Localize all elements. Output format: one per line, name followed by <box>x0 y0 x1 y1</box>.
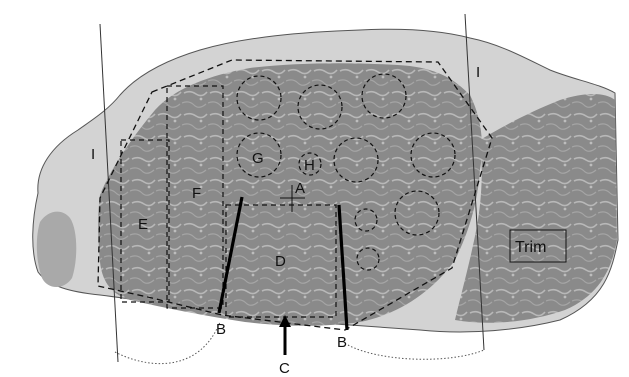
dotted-curve-left <box>115 322 220 364</box>
label-e: E <box>138 216 148 233</box>
label-d: D <box>275 253 286 270</box>
label-g: G <box>252 150 264 167</box>
label-i-right: I <box>476 64 480 81</box>
label-trim: Trim <box>515 239 546 256</box>
label-i-left: I <box>91 146 95 163</box>
label-c: C <box>279 360 290 377</box>
label-b-right: B <box>337 334 347 351</box>
label-b-left: B <box>216 321 226 338</box>
left-small-muscle <box>37 212 76 287</box>
dotted-curve-right <box>348 345 484 359</box>
label-a: A <box>295 180 305 197</box>
label-f: F <box>192 185 201 202</box>
label-h: H <box>304 157 315 174</box>
